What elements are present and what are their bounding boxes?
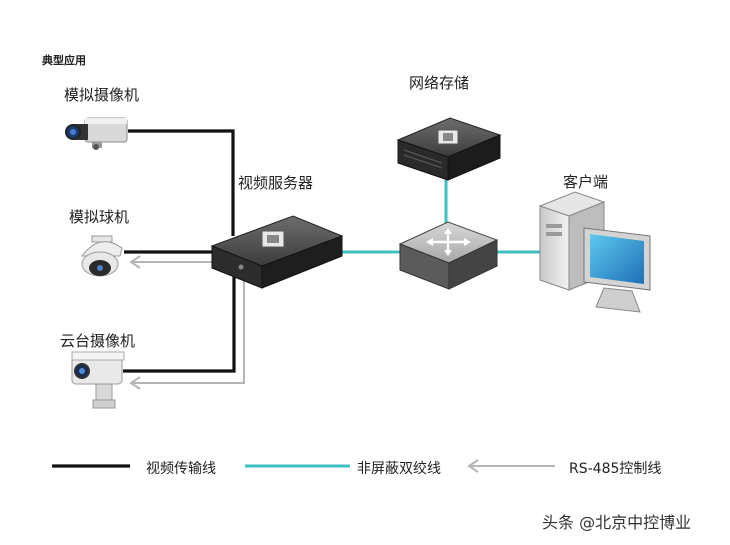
- watermark: 头条 @北京中控博业: [542, 513, 692, 532]
- analog-camera-icon: [65, 117, 128, 150]
- legend-label-video-cable: 视频传输线: [146, 461, 216, 477]
- section-title: 典型应用: [42, 54, 86, 67]
- video-server-icon: [210, 215, 344, 289]
- network-storage-icon: [396, 117, 502, 181]
- label-dome-camera: 模拟球机: [69, 208, 130, 226]
- video-cables: [123, 129, 236, 373]
- rs485-arrowhead-dome: [129, 255, 141, 269]
- label-ptz-camera: 云台摄像机: [60, 332, 136, 350]
- rs485-arrowhead-ptz: [129, 376, 141, 390]
- label-network-storage: 网络存储: [409, 74, 470, 92]
- label-client: 客户端: [563, 173, 609, 191]
- legend-label-rs485: RS-485控制线: [569, 461, 662, 477]
- label-video-server: 视频服务器: [238, 174, 314, 192]
- video-cable-ptz-camera: [123, 270, 236, 373]
- rs485-cables: [129, 255, 245, 390]
- client-pc-icon: [538, 191, 651, 313]
- dome-camera-icon: [80, 235, 123, 277]
- legend-lines: [52, 459, 555, 473]
- legend-rs485-arrowhead: [467, 459, 479, 473]
- network-switch-icon: [398, 221, 499, 290]
- video-cable-analog-camera: [128, 129, 235, 236]
- rs485-cable-ptz: [132, 268, 245, 384]
- label-analog-camera: 模拟摄像机: [64, 86, 140, 104]
- legend-label-twisted-pair: 非屏蔽双绞线: [357, 461, 441, 477]
- ptz-camera-icon: [71, 351, 125, 409]
